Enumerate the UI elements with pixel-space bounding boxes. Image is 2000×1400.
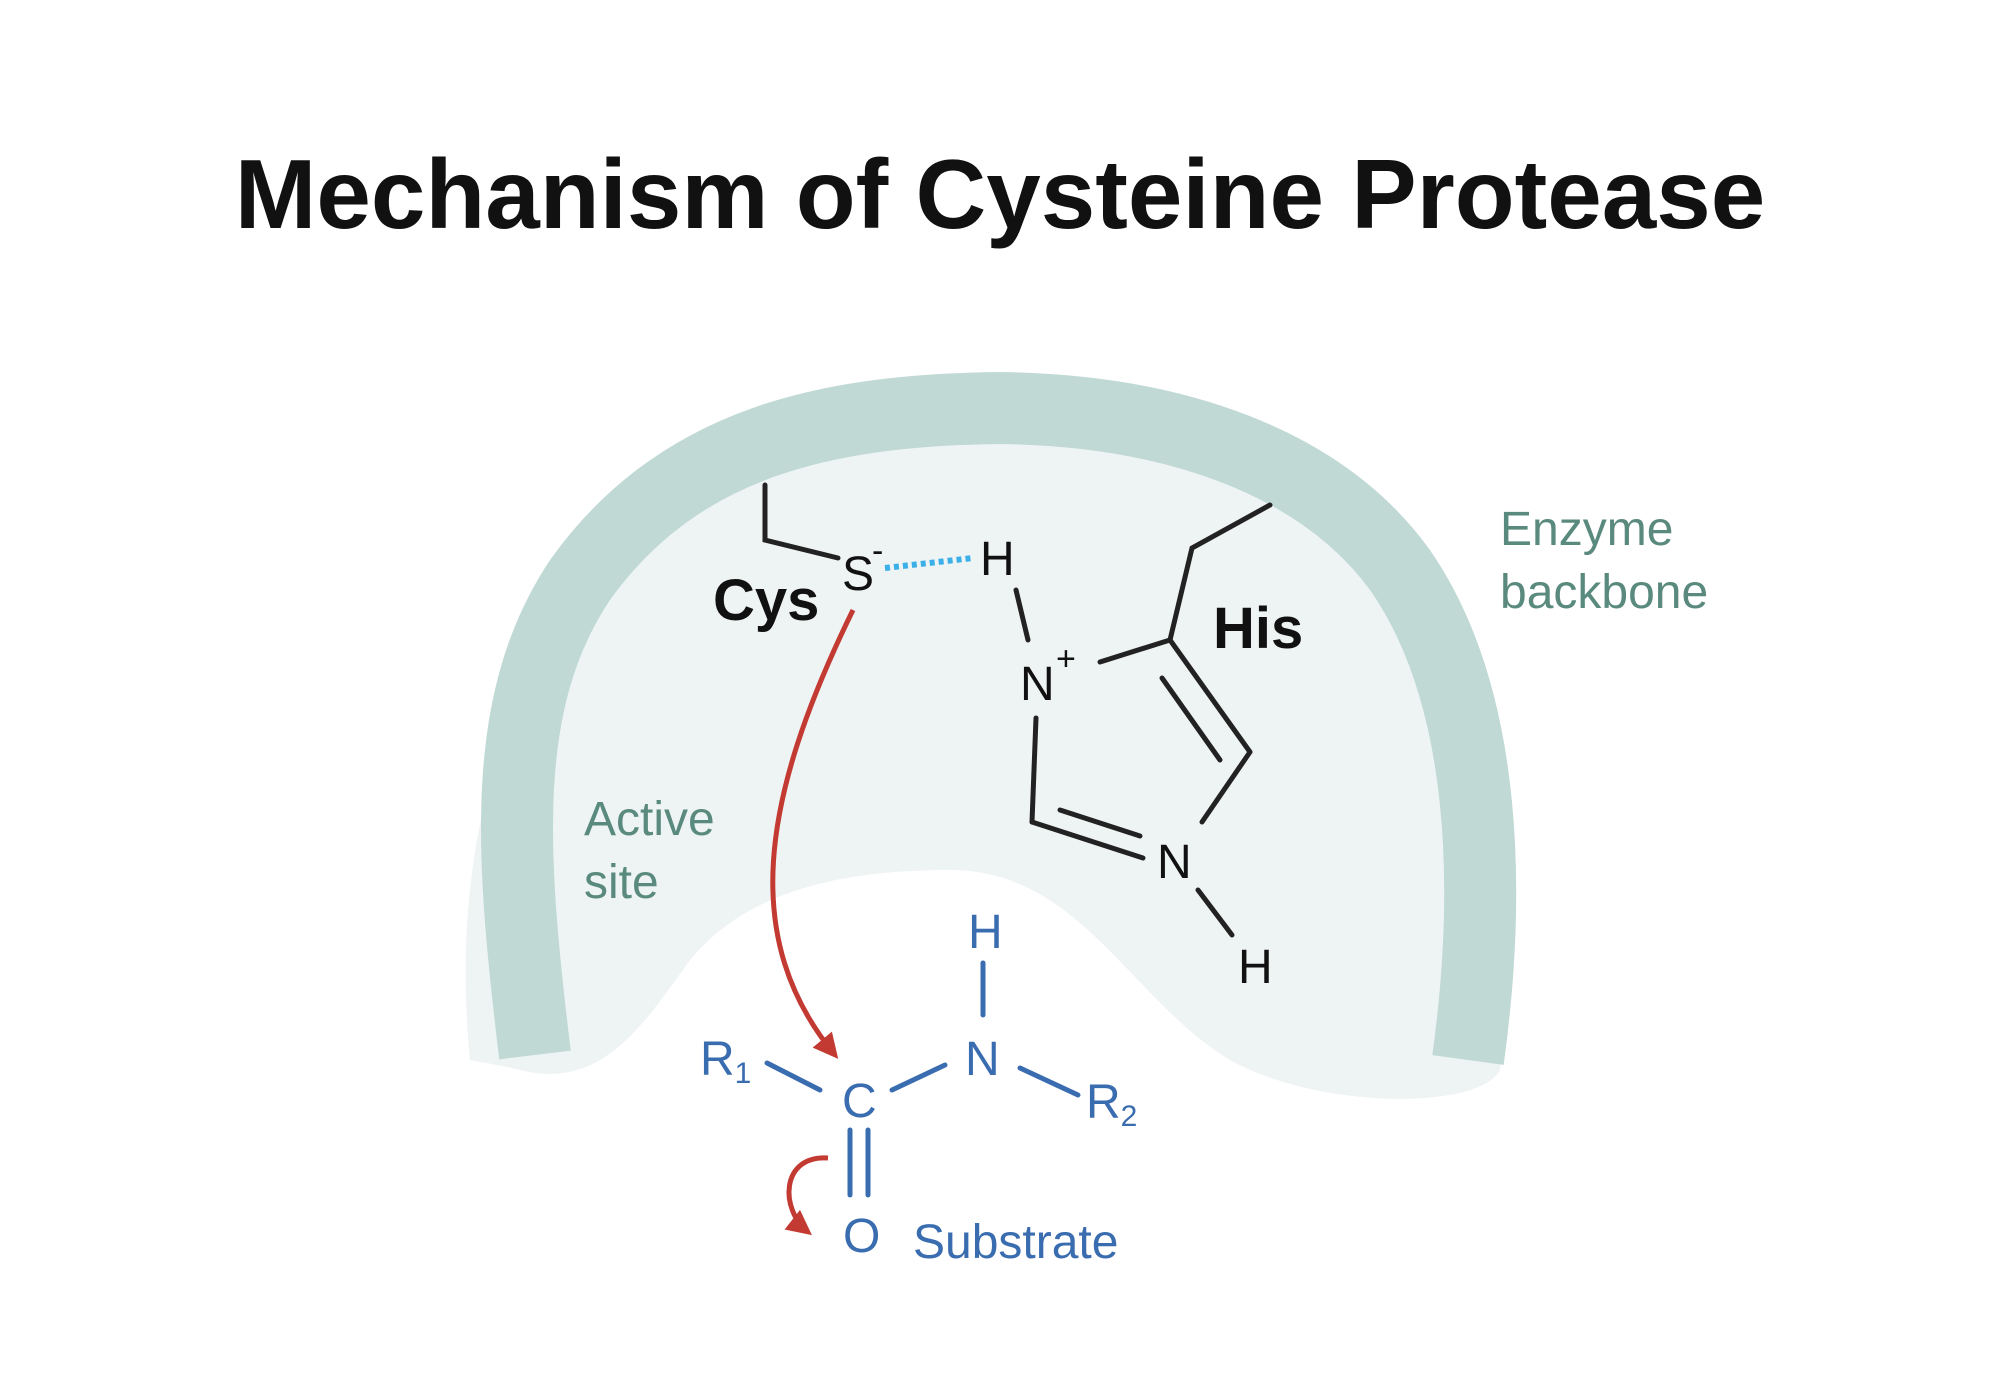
enzyme-backbone-arc: [481, 371, 1517, 1065]
cys-side-chain: [762, 482, 841, 561]
substrate-r1: R1: [700, 1033, 751, 1090]
substrate-h: H: [968, 906, 1003, 959]
sulfur-charge: -: [872, 532, 883, 570]
substrate-o: O: [843, 1210, 880, 1263]
substrate-c: C: [842, 1075, 877, 1128]
substrate-n: N: [965, 1033, 1000, 1086]
substrate-r2: R2: [1086, 1076, 1137, 1133]
nucleophilic-attack-arrow: [770, 608, 856, 1059]
substrate-label: Substrate: [913, 1216, 1118, 1269]
enzyme-backbone-label: Enzyme backbone: [1500, 503, 1708, 619]
his-label: His: [1213, 596, 1303, 661]
his-h-top: H: [980, 533, 1015, 586]
his-h-bottom: H: [1238, 941, 1273, 994]
electron-push-arrow: [784, 1155, 829, 1236]
cys-label: Cys: [713, 568, 819, 633]
substrate-bonds: [764, 960, 1081, 1198]
active-site-label: Active site: [584, 793, 728, 909]
his-n-plus: N: [1020, 658, 1055, 711]
hydrogen-bond: [884, 555, 974, 571]
his-n-plus-charge: +: [1056, 640, 1076, 678]
active-site-pocket: [465, 420, 1506, 1099]
sulfur-atom: S: [842, 548, 874, 601]
diagram-title: Mechanism of Cysteine Protease: [234, 139, 1766, 249]
his-ring-bonds: [1013, 502, 1273, 938]
his-n-lower: N: [1157, 836, 1192, 889]
